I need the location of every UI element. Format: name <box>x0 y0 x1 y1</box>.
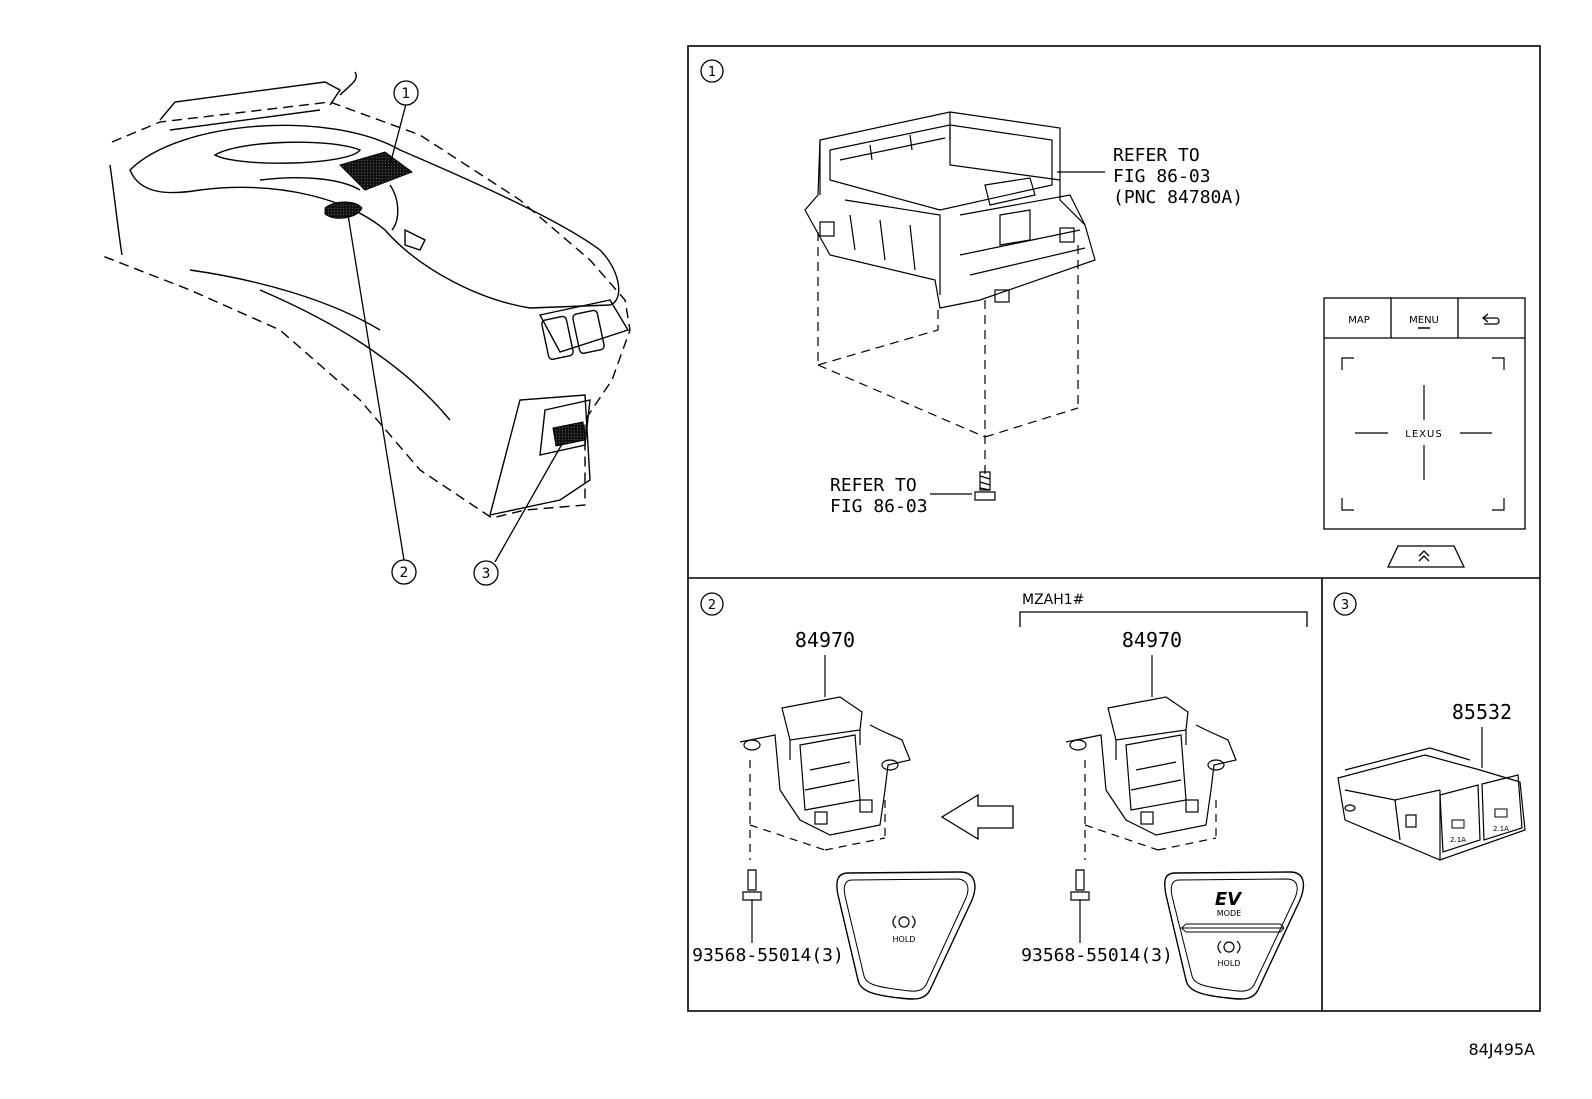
usb-port-label-2: 2.1A <box>1493 825 1509 833</box>
refer-top-line2: FIG 86-03 <box>1113 166 1211 187</box>
variant-bracket <box>1019 611 1308 627</box>
refer-bottom-line2: FIG 86-03 <box>830 496 928 517</box>
mode-label: MODE <box>1217 909 1241 918</box>
usb-port-icon-2 <box>1494 808 1508 818</box>
panel1-number: 1 <box>700 59 724 83</box>
bolt-icon <box>974 471 996 501</box>
usb-charger-illustration <box>1337 747 1526 861</box>
overview-callout-1: 1 <box>393 80 419 106</box>
left-switch-dashes <box>749 760 886 860</box>
hold-label-2: HOLD <box>1218 959 1241 968</box>
figure-id: 84J495A <box>1468 1040 1535 1059</box>
left-screw-icon <box>742 869 762 943</box>
map-button-label: MAP <box>1348 315 1370 326</box>
svg-text:1: 1 <box>402 86 411 102</box>
refer-top-line3: (PNC 84780A) <box>1113 187 1243 208</box>
svg-text:3: 3 <box>1341 598 1349 613</box>
right-screw-icon <box>1070 869 1090 943</box>
svg-text:2: 2 <box>708 598 716 613</box>
right-switch-illustration <box>1065 696 1237 836</box>
refer-top-line1: REFER TO <box>1113 145 1200 166</box>
left-screw-number: 93568-55014(3) <box>692 945 844 966</box>
double-chevron-up-icon <box>1386 545 1466 568</box>
variant-label: MZAH1# <box>1022 592 1084 608</box>
menu-button-label: MENU <box>1409 315 1439 326</box>
panel3-number: 3 <box>1333 592 1357 616</box>
hold-icon-2 <box>1217 940 1241 954</box>
left-part-number: 84970 <box>795 628 855 652</box>
left-arrow-icon <box>940 793 1014 841</box>
left-switch-illustration <box>739 696 911 836</box>
hold-icon <box>892 915 916 929</box>
remote-touch-unit-illustration <box>804 111 1096 309</box>
usb-port-icon-1 <box>1451 819 1465 829</box>
panel-frames <box>687 45 1541 1012</box>
overview-leader-lines <box>347 103 563 563</box>
unit-mounting-dashes <box>817 232 1079 480</box>
touchpad-face: MAP MENU LEXUS <box>1323 297 1526 568</box>
refer-bottom-line1: REFER TO <box>830 475 917 496</box>
right-switch-dashes <box>1084 760 1217 860</box>
svg-text:1: 1 <box>708 65 716 80</box>
svg-text:HOLD: HOLD <box>893 935 916 944</box>
usb-part-number: 85532 <box>1452 700 1512 724</box>
lexus-logo: LEXUS <box>1405 429 1442 440</box>
right-screw-number: 93568-55014(3) <box>1021 945 1173 966</box>
back-arrow-icon <box>1481 313 1500 325</box>
hold-button-face: HOLD <box>836 871 976 1000</box>
usb-port-label-1: 2.1A <box>1450 836 1466 844</box>
switch-location-markers <box>324 151 586 447</box>
touch-area-corner-marks <box>1341 357 1505 511</box>
right-part-number: 84970 <box>1122 628 1182 652</box>
svg-text:3: 3 <box>482 566 491 582</box>
panel2-number: 2 <box>700 592 724 616</box>
console-overview-illustration <box>99 71 631 519</box>
overview-callout-3: 3 <box>473 560 499 586</box>
ev-label: EV <box>1215 889 1243 910</box>
overview-callout-2: 2 <box>391 559 417 585</box>
ev-hold-button-face: EV MODE HOLD <box>1164 871 1305 1000</box>
svg-text:2: 2 <box>400 565 409 581</box>
